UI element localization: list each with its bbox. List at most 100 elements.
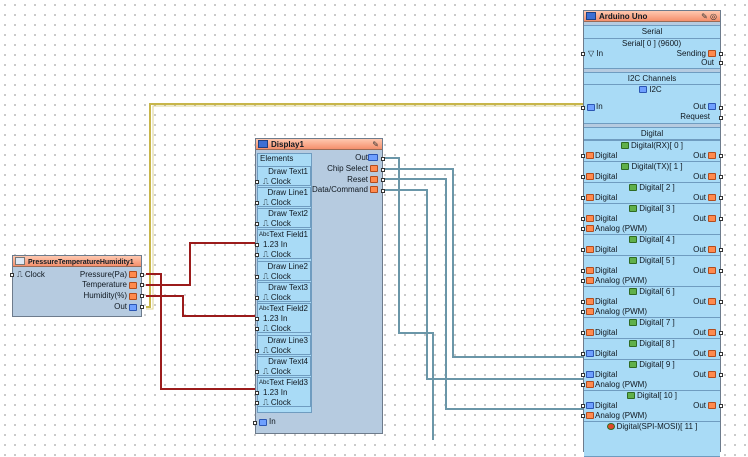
display-element-input-pin[interactable] xyxy=(255,370,259,374)
display-element-item[interactable]: Draw Line1⎍ Clock xyxy=(255,187,311,207)
wire-out[interactable] xyxy=(382,157,434,440)
display-header[interactable]: Display1 ✎ xyxy=(256,139,382,150)
i2c-section[interactable]: I2C Channels I2C In Out Request xyxy=(581,72,723,124)
data-command-pin[interactable] xyxy=(381,189,385,193)
pressure-temperature-humidity-component[interactable]: PressureTemperatureHumidity1 ⎍ Clock Pre… xyxy=(10,255,144,317)
digital-input-pin[interactable] xyxy=(581,404,585,408)
display-element-input-pin[interactable] xyxy=(255,253,259,257)
digital-input-pin[interactable] xyxy=(581,279,585,283)
display-element-input-pin[interactable] xyxy=(255,296,259,300)
wrench-icon[interactable]: ✎ xyxy=(372,140,379,149)
wire-data-command[interactable] xyxy=(382,189,583,380)
display-element-input-pin[interactable] xyxy=(255,401,259,405)
wrench-icon[interactable]: ✎ ◎ xyxy=(701,12,717,21)
digital-input-pin[interactable] xyxy=(581,310,585,314)
chip-select-pin[interactable] xyxy=(381,168,385,172)
display-in-pin[interactable] xyxy=(253,421,257,425)
display-element-input-pin[interactable] xyxy=(255,349,259,353)
digital-input-pin[interactable] xyxy=(581,383,585,387)
digital-pin-group[interactable]: Digital(SPI-MOSI)[ 11 ] xyxy=(584,421,720,433)
i2c-out-pin[interactable] xyxy=(719,106,723,110)
display-element-input-pin[interactable] xyxy=(255,201,259,205)
digital-output-pin[interactable] xyxy=(719,404,723,408)
display-out-pin[interactable] xyxy=(381,157,385,161)
wire-temperature[interactable] xyxy=(146,242,255,286)
display-icon xyxy=(258,140,268,148)
display-element-pin-label: ⎍ Clock xyxy=(263,272,291,281)
arduino-header[interactable]: Arduino Uno ✎ ◎ xyxy=(584,11,720,22)
pressure-output-pin[interactable] xyxy=(140,273,144,277)
wire-humidity[interactable] xyxy=(146,295,255,317)
reset-pin[interactable] xyxy=(381,178,385,182)
digital-output-pin[interactable] xyxy=(719,217,723,221)
digital-output-pin[interactable] xyxy=(719,154,723,158)
serial-in-pin[interactable] xyxy=(581,52,585,56)
digital-input-pin[interactable] xyxy=(581,227,585,231)
display-element-input-pin[interactable] xyxy=(255,180,259,184)
display-element-input-pin[interactable] xyxy=(255,243,259,247)
display-element-input-pin[interactable] xyxy=(255,275,259,279)
i2c-in-pin[interactable] xyxy=(581,106,585,110)
serial-section[interactable]: Serial Serial[ 0 ] (9600) ▽ In Sending O… xyxy=(581,25,723,69)
digital-input-pin[interactable] xyxy=(581,331,585,335)
digital-input-pin[interactable] xyxy=(581,154,585,158)
pin-chip-icon xyxy=(629,257,638,264)
display-element-item[interactable]: Draw Text2⎍ Clock xyxy=(255,208,311,228)
digital-output-pin[interactable] xyxy=(719,196,723,200)
arduino-uno-component[interactable]: Arduino Uno ✎ ◎ Serial Serial[ 0 ] (9600… xyxy=(581,10,723,457)
serial-out-pin[interactable] xyxy=(719,61,723,65)
out-output-pin[interactable] xyxy=(140,305,144,309)
wire-pressure[interactable] xyxy=(146,273,255,390)
display-element-item[interactable]: Draw Text3⎍ Clock xyxy=(255,282,311,302)
display-element-item[interactable]: Draw Line2⎍ Clock xyxy=(255,261,311,281)
digital-input-pin[interactable] xyxy=(581,175,585,179)
display-element-item[interactable]: Draw Line3⎍ Clock xyxy=(255,335,311,355)
digital-output-pin[interactable] xyxy=(719,248,723,252)
digital-input-pin[interactable] xyxy=(581,352,585,356)
wire-reset[interactable] xyxy=(382,178,583,410)
display-element-item[interactable]: Draw Text1⎍ Clock xyxy=(255,166,311,186)
display-element-item[interactable]: Draw Text4⎍ Clock xyxy=(255,356,311,376)
display-element-input-pin[interactable] xyxy=(255,327,259,331)
digital-output-pin[interactable] xyxy=(719,331,723,335)
digital-output-pin[interactable] xyxy=(719,300,723,304)
digital-input-pin[interactable] xyxy=(581,414,585,418)
humidity-output-pin[interactable] xyxy=(140,294,144,298)
serial-sending-pin[interactable] xyxy=(719,52,723,56)
digital-input-pin[interactable] xyxy=(581,269,585,273)
digital-output-pin[interactable] xyxy=(719,352,723,356)
wire-chip-select[interactable] xyxy=(382,168,583,358)
digital-input-pin[interactable] xyxy=(581,248,585,252)
display-element-input-pin[interactable] xyxy=(255,391,259,395)
digital-input-pin[interactable] xyxy=(581,300,585,304)
digital-input-pin[interactable] xyxy=(581,217,585,221)
clock-input-pin[interactable] xyxy=(10,273,14,277)
wire-i2c[interactable] xyxy=(146,103,583,308)
digital-input-pin[interactable] xyxy=(581,196,585,200)
display-element-input-pin[interactable] xyxy=(255,222,259,226)
digital-input-pin[interactable] xyxy=(581,373,585,377)
digital-output-pin[interactable] xyxy=(719,175,723,179)
i2c-request-pin[interactable] xyxy=(719,116,723,120)
display-element-input-pin[interactable] xyxy=(255,317,259,321)
pressure-component-header[interactable]: PressureTemperatureHumidity1 xyxy=(13,256,141,267)
digital-output-pin[interactable] xyxy=(719,373,723,377)
digital-output-pin[interactable] xyxy=(719,269,723,273)
temperature-output-pin[interactable] xyxy=(140,283,144,287)
